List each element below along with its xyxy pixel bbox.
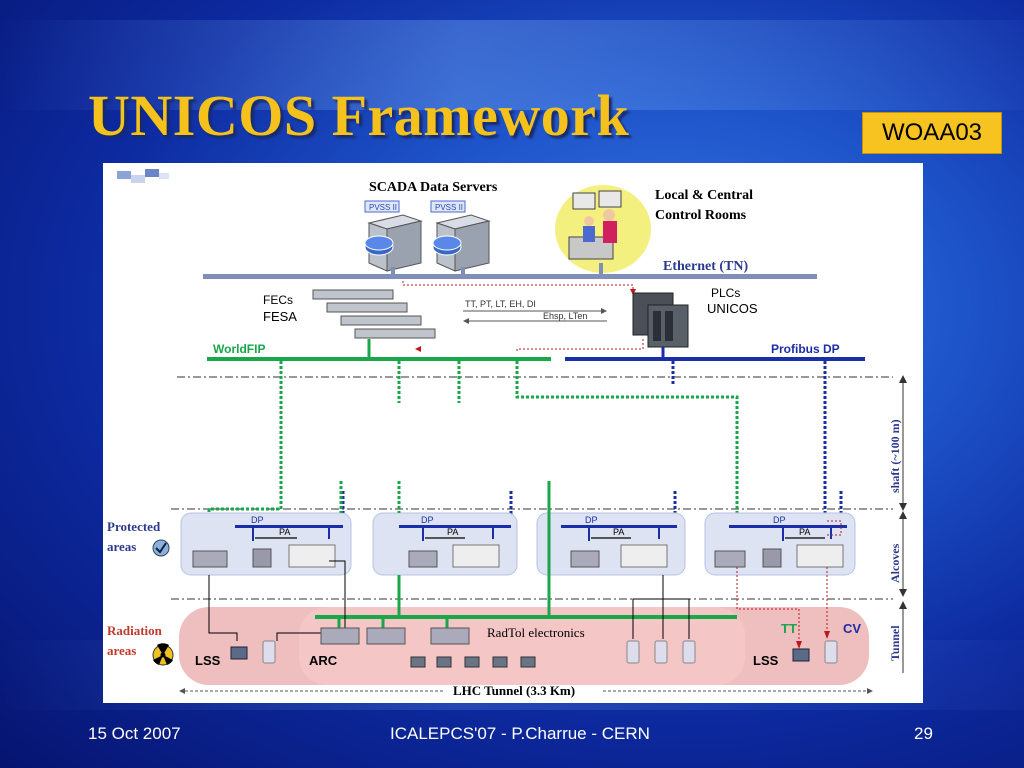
radtol-label: RadTol electronics <box>487 625 585 640</box>
worldfip-label: WorldFIP <box>213 342 265 356</box>
profibus-drop-lines <box>341 361 843 521</box>
fecs-label: FECs <box>263 293 293 307</box>
svg-text:PA: PA <box>613 527 624 537</box>
lss-label: LSS <box>753 653 779 668</box>
lss-sensor-icon <box>230 646 810 662</box>
server-icon <box>364 214 423 272</box>
alcove-box: DP PA <box>704 512 856 576</box>
cv-label: CV <box>843 621 861 636</box>
arc-label: ARC <box>309 653 338 668</box>
tunnel-label: Tunnel <box>888 625 902 661</box>
profibus-label: Profibus DP <box>771 342 840 356</box>
instrument-icons <box>262 640 838 664</box>
fec-rack-icon <box>312 289 436 339</box>
footer-date: 15 Oct 2007 <box>88 724 181 743</box>
radiation-icon <box>152 643 174 666</box>
svg-text:PVSS II: PVSS II <box>369 203 397 212</box>
checkmark-icon <box>152 539 170 557</box>
protected-areas-label: areas <box>107 539 136 554</box>
red-control-lines <box>736 520 842 643</box>
control-rooms-label: Local & Central <box>655 188 753 203</box>
architecture-diagram: SCADA Data Servers PVSS II PVSS II Local… <box>103 163 923 703</box>
tt-label: TT <box>781 621 797 636</box>
control-room-illustration <box>555 185 651 273</box>
radiation-areas-label: Radiation <box>107 623 163 638</box>
scada-label: SCADA Data Servers <box>369 180 498 195</box>
fesa-label: FESA <box>263 309 297 324</box>
server-icon <box>432 214 491 272</box>
pvss-badge: PVSS II <box>430 200 466 213</box>
svg-text:DP: DP <box>585 515 598 525</box>
plc-icon <box>632 292 689 348</box>
alcove-box: DP PA <box>180 512 352 576</box>
alcoves-label: Alcoves <box>888 543 902 583</box>
svg-text:PA: PA <box>447 527 458 537</box>
footer-page-number: 29 <box>914 724 933 743</box>
svg-text:DP: DP <box>421 515 434 525</box>
protected-areas-label: Protected <box>107 519 161 534</box>
lhc-tunnel-length-label: LHC Tunnel (3.3 Km) <box>453 683 575 698</box>
sensor-icons <box>410 656 536 668</box>
worldfip-bus <box>207 357 551 361</box>
radtol-crate <box>320 627 470 645</box>
cern-logo-mark <box>117 169 169 183</box>
plcs-label: PLCs <box>711 286 740 300</box>
svg-text:DP: DP <box>251 515 264 525</box>
alcove-box: DP PA <box>536 512 686 576</box>
ethernet-label: Ethernet (TN) <box>663 259 748 274</box>
slide-title: UNICOS Framework <box>88 83 630 148</box>
svg-text:PA: PA <box>279 527 290 537</box>
svg-text:PA: PA <box>799 527 810 537</box>
shaft-label: shaft (~100 m) <box>888 419 902 493</box>
background-light-band <box>0 20 1024 110</box>
lss-label: LSS <box>195 653 221 668</box>
ethernet-bus <box>203 274 817 279</box>
red-link <box>516 339 644 351</box>
signals-top-label: TT, PT, LT, EH, DI <box>465 299 536 309</box>
ethernet-to-plc-link <box>402 281 634 291</box>
unicos-label: UNICOS <box>707 301 758 316</box>
signals-bottom-label: Ehsp, LTen <box>543 311 587 321</box>
tunnel-worldfip-bus <box>315 615 737 619</box>
pvss-badge: PVSS II <box>364 200 400 213</box>
radiation-areas-label: areas <box>107 643 136 658</box>
svg-text:DP: DP <box>773 515 786 525</box>
footer-credit: ICALEPCS'07 - P.Charrue - CERN <box>390 724 650 743</box>
alcove-box: DP PA <box>372 512 518 576</box>
session-badge: WOAA03 <box>862 112 1002 154</box>
svg-text:PVSS II: PVSS II <box>435 203 463 212</box>
tunnel-drops <box>337 481 551 629</box>
control-rooms-label: Control Rooms <box>655 208 747 223</box>
profibus-bus <box>565 357 865 361</box>
